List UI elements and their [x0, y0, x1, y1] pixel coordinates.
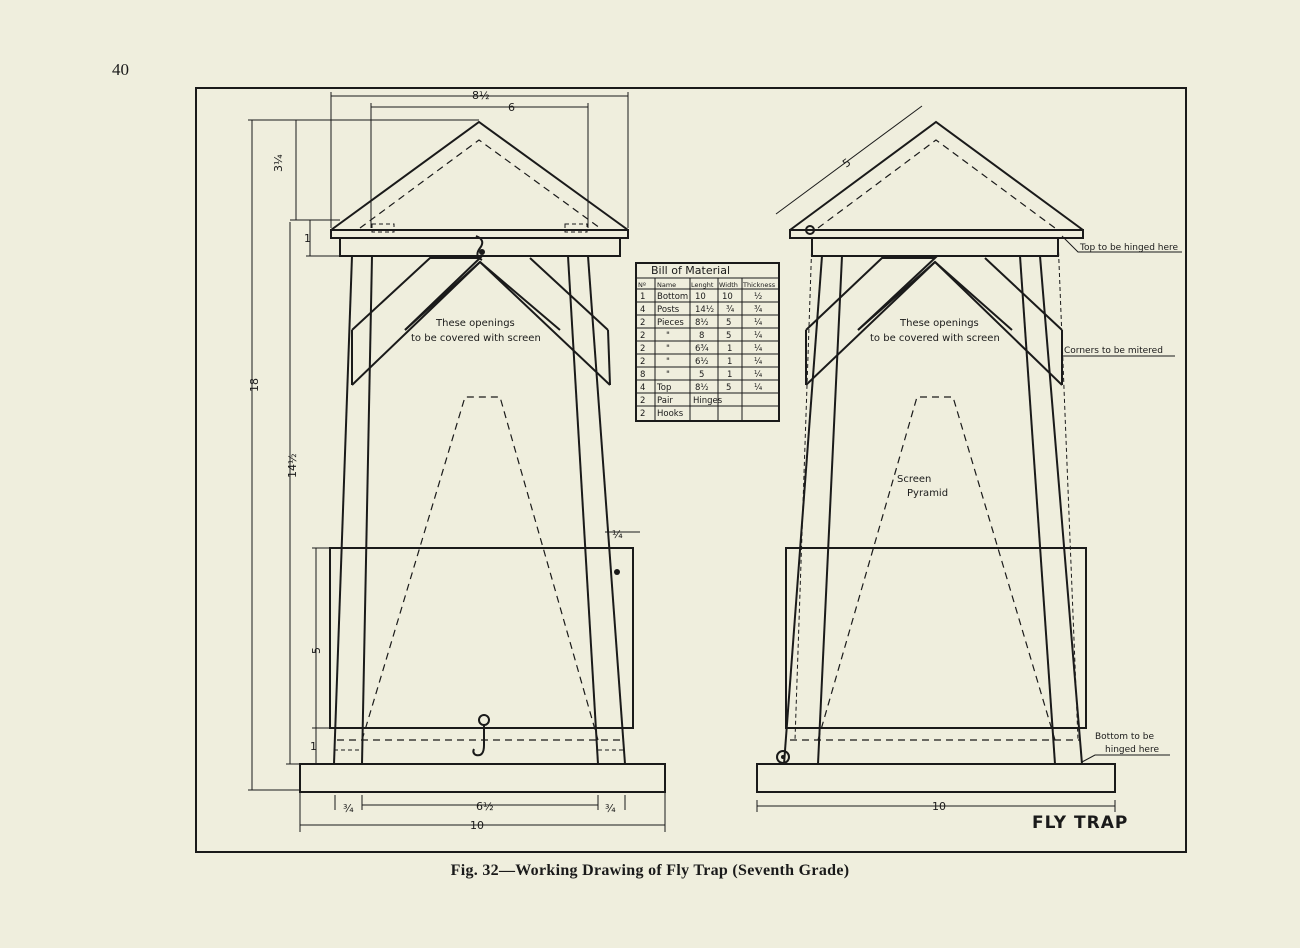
bom-cell: ¾ [726, 305, 734, 315]
front-view [299, 120, 666, 793]
bom-cell: 5 [726, 318, 731, 328]
side-openings-label-1: These openings [899, 318, 979, 329]
side-top-plate [811, 237, 1059, 257]
bottom-hinged-label-2: hinged here [1105, 745, 1159, 755]
corners-mitered-label: Corners to be mitered [1064, 346, 1163, 356]
bom-cell: Hinges [693, 396, 723, 406]
bom-cell: 8 [699, 331, 704, 341]
dim-bottom-mid: 6½ [476, 800, 494, 813]
bom-cell: " [666, 344, 670, 354]
bom-cell: 8½ [695, 383, 709, 393]
bom-cell: 1 [727, 370, 732, 380]
screen-label-1: Screen [897, 474, 931, 485]
bom-cell: 2 [640, 396, 645, 406]
bom-cell: 8½ [695, 318, 709, 328]
front-openings-label-2: to be covered with screen [411, 333, 541, 344]
dim-side-bottom-total: 10 [932, 800, 946, 813]
bom-cell: Top [656, 383, 671, 393]
bom-cell: 2 [640, 344, 645, 354]
side-lower-box [785, 547, 1087, 729]
drawing-frame [195, 87, 1187, 853]
bom-cell: 6½ [695, 357, 709, 367]
bom-header: Name [657, 281, 676, 289]
bom-cell: " [666, 370, 670, 380]
dim-lower-box: 5 [310, 647, 323, 654]
bom-cell: 8 [640, 370, 645, 380]
bom-header: Thickness [742, 281, 776, 289]
bom-cell: ¼ [754, 318, 762, 328]
page-number: 40 [112, 60, 129, 79]
bom-cell: ¼ [754, 383, 762, 393]
bom-cell: ¼ [754, 344, 762, 354]
front-lower-box [329, 547, 634, 729]
side-roof [789, 120, 1084, 231]
bom-cell: ¼ [754, 357, 762, 367]
bom-cell: Hooks [657, 409, 684, 419]
front-base [299, 763, 666, 793]
bom-cell: ½ [754, 292, 762, 302]
bom-header: Nº [638, 281, 646, 289]
bom-cell: 5 [699, 370, 704, 380]
bom-cell: 6¾ [695, 344, 709, 354]
side-openings-label-2: to be covered with screen [870, 333, 1000, 344]
bom-cell: 1 [727, 344, 732, 354]
dim-top-inner: 6 [508, 101, 515, 114]
bom-cell: 2 [640, 357, 645, 367]
side-base [756, 763, 1116, 793]
bom-cell: Pair [657, 396, 673, 406]
front-openings-label-1: These openings [435, 318, 515, 329]
bom-cell: 5 [726, 383, 731, 393]
bom-header: Lenght [691, 281, 714, 289]
bom-cell: 4 [640, 383, 645, 393]
bottom-hinged-label-1: Bottom to be [1095, 732, 1154, 742]
bom-cell: 5 [726, 331, 731, 341]
bom-cell: 14½ [695, 305, 714, 315]
front-dimensions [248, 92, 666, 832]
bom-cell: " [666, 357, 670, 367]
bom-title: Bill of Material [651, 264, 730, 277]
bom-cell: 2 [640, 318, 645, 328]
dim-post-offset: ¼ [612, 528, 623, 541]
dim-bottom-right: ¾ [605, 802, 616, 815]
dim-roof-height: 3¼ [272, 154, 285, 172]
bom-cell: 4 [640, 305, 645, 315]
bom-cell: 2 [640, 331, 645, 341]
screen-label-2: Pyramid [907, 488, 948, 499]
bom-cell: Posts [657, 305, 680, 315]
dim-bottom-left: ¾ [343, 802, 354, 815]
dim-bottom-total: 10 [470, 819, 484, 832]
dim-total-height: 18 [248, 378, 261, 392]
figure-caption: Fig. 32—Working Drawing of Fly Trap (Sev… [450, 862, 850, 879]
bom-header: Width [719, 281, 738, 289]
bill-of-material-table [635, 262, 780, 422]
bom-cell: 1 [640, 292, 645, 302]
drawing-title: FLY TRAP [1032, 813, 1128, 833]
bom-cell: ¾ [754, 305, 762, 315]
dim-eave: 1 [304, 232, 311, 245]
bom-cell: ¼ [754, 370, 762, 380]
top-hinged-label: Top to be hinged here [1079, 243, 1179, 253]
side-dimensions [756, 105, 1182, 812]
side-screen-pyramid [817, 396, 1056, 741]
bom-cell: Bottom [657, 292, 688, 302]
dim-top-width: 8½ [472, 89, 490, 102]
bom-cell: 1 [727, 357, 732, 367]
front-screen-pyramid [361, 396, 599, 741]
bom-cell: Pieces [657, 318, 684, 328]
bom-cell: " [666, 331, 670, 341]
dim-base-gap: 1 [310, 740, 317, 753]
side-view [756, 120, 1116, 793]
bom-cell: 10 [695, 292, 706, 302]
front-roof [330, 120, 629, 231]
bom-cell: 2 [640, 409, 645, 419]
bom-cell: ¼ [754, 331, 762, 341]
dim-post-height: 14½ [286, 453, 299, 478]
bom-cell: 10 [722, 292, 733, 302]
